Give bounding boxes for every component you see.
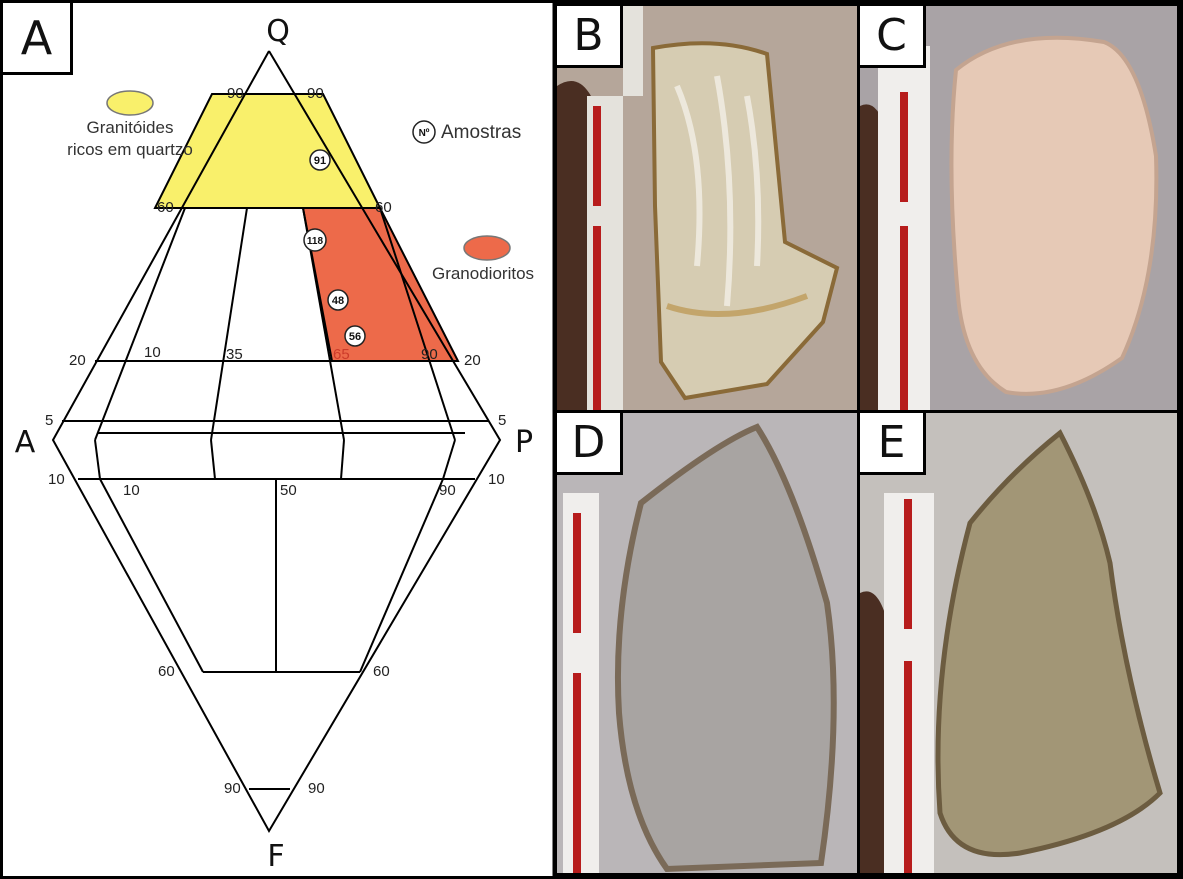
panel-e-label: E [860,413,926,475]
tick-q5-left: 5 [45,412,53,429]
photo-panel-b: B [554,3,860,413]
tick-q90-right: 90 [307,85,324,102]
panel-b-label: B [557,6,623,68]
tick-qapf-90: 90 [421,346,438,363]
sample-48-label: 48 [332,295,344,307]
tick-q5-right: 5 [498,412,506,429]
granitoids-legend-swatch [107,91,153,115]
sample-91-label: 91 [314,155,326,167]
panel-d-label: D [557,413,623,475]
samples-legend-label: Amostras [441,122,521,143]
vertex-a: A [15,425,36,460]
tick-apf-90: 90 [439,482,456,499]
samples-legend-symbol-text: Nº [419,128,430,139]
tick-apf-10: 10 [123,482,140,499]
tick-f60-right: 60 [373,663,390,680]
tick-q20-right: 20 [464,352,481,369]
tick-f90-right: 90 [308,780,325,797]
vertex-p: P [515,425,533,460]
tick-qapf-10: 10 [144,344,161,361]
tick-apf-50: 50 [280,482,297,499]
panel-a-label: A [3,3,73,75]
panel-c-label: C [860,6,926,68]
granodiorites-legend-label: Granodioritos [432,264,534,283]
granitoids-legend-line1: Granitóides [87,118,174,137]
granodiorites-legend-swatch [464,236,510,260]
tick-q20-left: 20 [69,352,86,369]
vertex-q: Q [266,14,290,49]
photo-panel-d: D [554,410,860,876]
photo-panel-e: E [857,410,1180,876]
sample-56-label: 56 [349,331,361,343]
tick-f60-left: 60 [158,663,175,680]
tick-f10-left: 10 [48,471,65,488]
granitoids-legend-line2: ricos em quartzo [67,140,193,159]
rock-photo-e [860,413,1177,873]
vertex-f: F [267,839,284,874]
tick-qapf-65: 65 [333,346,350,363]
tick-q60-left: 60 [157,199,174,216]
rock-photo-d [557,413,857,873]
photo-panel-c: C [857,3,1180,413]
tick-q60-right: 60 [375,199,392,216]
tick-f90-left: 90 [224,780,241,797]
tick-f10-right: 10 [488,471,505,488]
tick-q90-left: 90 [227,85,244,102]
qapf-diagram: Q A P F 90 90 60 60 20 20 5 5 10 10 60 6… [3,3,555,876]
tick-qapf-35: 35 [226,346,243,363]
sample-118-label: 118 [307,236,324,247]
